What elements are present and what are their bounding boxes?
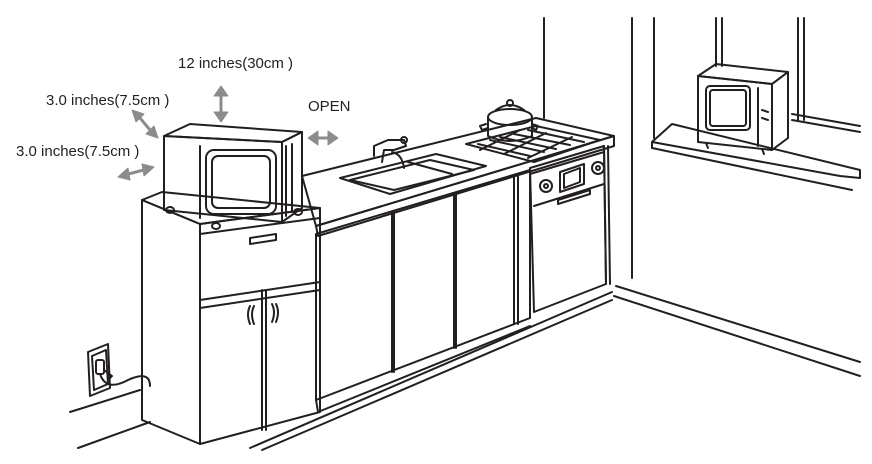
- room-lines: [69, 17, 861, 451]
- arrow-left-lower: [117, 163, 155, 181]
- stove: [465, 99, 601, 163]
- clearance-arrows: [117, 85, 339, 181]
- microwave: [163, 123, 303, 230]
- arrow-open: [307, 130, 339, 146]
- countertop: [301, 117, 615, 237]
- open-label: OPEN: [308, 98, 351, 115]
- left-clearance-upper-label: 3.0 inches(7.5cm ): [46, 92, 170, 109]
- stand-cabinet: [141, 191, 321, 445]
- wall-outlet: [87, 343, 151, 397]
- oven: [529, 145, 607, 313]
- arrow-left-upper: [131, 109, 159, 139]
- sink: [339, 136, 487, 195]
- window-microwave: [697, 63, 789, 155]
- arrow-top: [213, 85, 229, 123]
- lower-cabinets: [315, 145, 611, 413]
- left-clearance-lower-label: 3.0 inches(7.5cm ): [16, 143, 140, 160]
- window: [651, 17, 861, 191]
- top-clearance-label: 12 inches(30cm ): [178, 55, 294, 72]
